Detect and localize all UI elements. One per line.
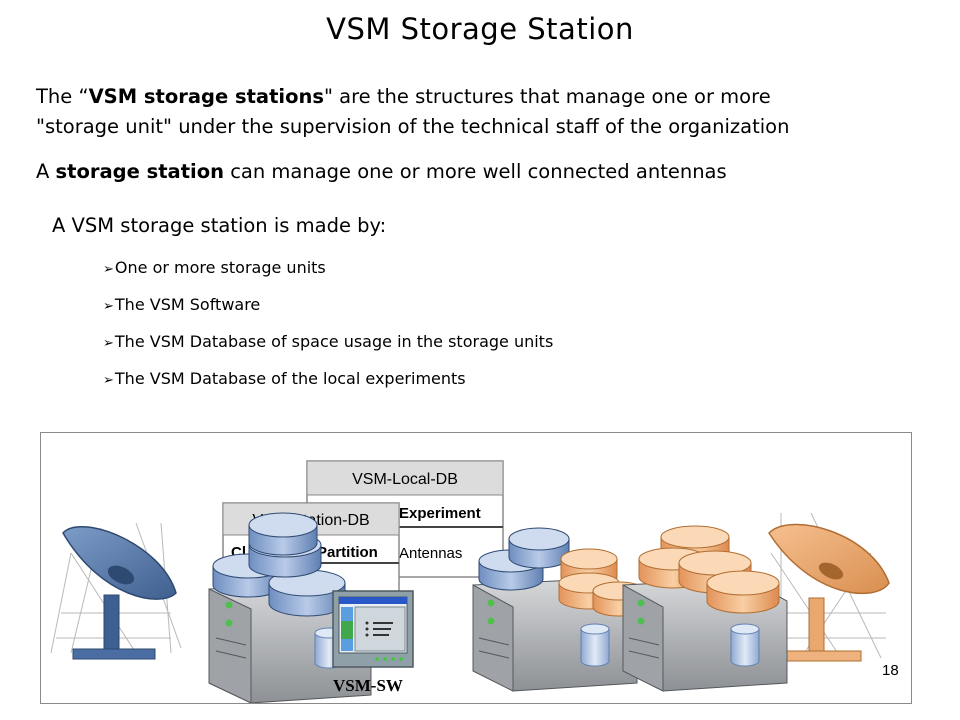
disk-stack-orange-right [638, 525, 780, 614]
local-db-column-header: Experiment [399, 505, 481, 522]
list-item-text: One or more storage units [114, 258, 326, 277]
intro-paragraph: The “VSM storage stations" are the struc… [36, 82, 789, 142]
antenna-prefix: A [36, 160, 56, 183]
arrow-bullet-icon: ➢ [103, 336, 114, 351]
software-label: VSM-SW [333, 676, 403, 695]
intro-suffix: " are the structures that manage one or … [323, 85, 771, 108]
cylinder-small-right [730, 623, 760, 667]
list-item-text: The VSM Database of the local experiment… [114, 369, 466, 388]
antenna-suffix: can manage one or more well connected an… [224, 160, 727, 183]
list-item-text: The VSM Software [114, 295, 261, 314]
right-antenna-icon [768, 512, 890, 662]
list-item: ➢The VSM Software [103, 292, 553, 329]
made-by-heading: A VSM storage station is made by: [52, 214, 387, 237]
list-item: ➢The VSM Database of the local experimen… [103, 366, 553, 403]
component-list: ➢One or more storage units ➢The VSM Soft… [103, 255, 553, 403]
vsm-software-window [332, 590, 414, 668]
local-db-title: VSM-Local-DB [352, 471, 458, 488]
list-item-text: The VSM Database of space usage in the s… [114, 332, 554, 351]
local-db-row-label: Antennas [399, 545, 462, 562]
list-item: ➢The VSM Database of space usage in the … [103, 329, 553, 366]
antenna-paragraph: A storage station can manage one or more… [36, 157, 727, 187]
page-number: 18 [882, 662, 899, 679]
disk-stack-blue-left [212, 512, 346, 617]
list-item: ➢One or more storage units [103, 255, 553, 292]
left-antenna-icon [50, 522, 182, 660]
intro-prefix: The “ [36, 85, 89, 108]
slide-title: VSM Storage Station [326, 12, 634, 46]
arrow-bullet-icon: ➢ [103, 373, 114, 388]
storage-station-figure: VSM-Local-DB Experiment Antennas VSM-Sta… [40, 432, 912, 704]
arrow-bullet-icon: ➢ [103, 299, 114, 314]
station-db-column-header: Partition [317, 544, 378, 561]
antenna-bold-term: storage station [55, 160, 224, 183]
cylinder-small-middle [580, 623, 610, 667]
arrow-bullet-icon: ➢ [103, 262, 114, 277]
intro-line-2: "storage unit" under the supervision of … [36, 115, 790, 138]
intro-bold-term: VSM storage stations [88, 85, 324, 108]
